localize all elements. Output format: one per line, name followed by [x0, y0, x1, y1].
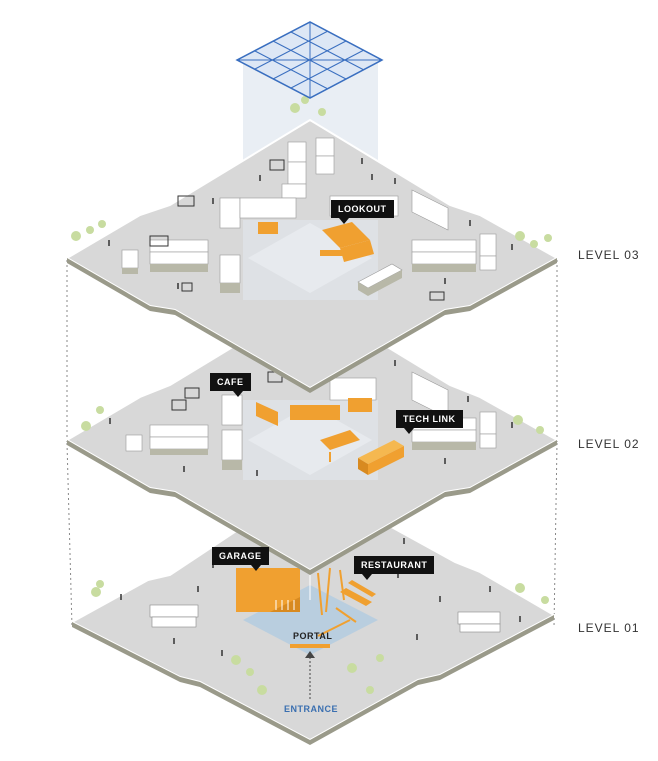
portal-label: PORTAL — [293, 631, 333, 641]
garage-callout: GARAGE — [212, 547, 269, 571]
structural-rods — [317, 567, 357, 637]
cafe-block — [256, 398, 372, 462]
floor-level-02 — [65, 298, 560, 575]
level-02-label: LEVEL 02 — [578, 437, 640, 451]
cafe-callout: CAFE — [210, 373, 251, 397]
level-connector-lines — [66, 260, 558, 628]
lookout-callout: LOOKOUT — [331, 200, 394, 224]
restaurant-callout: RESTAURANT — [354, 556, 435, 580]
floor-level-01 — [69, 480, 557, 745]
roof-pyramid — [235, 21, 384, 99]
garage-block — [236, 568, 300, 612]
level-03-label: LEVEL 03 — [578, 248, 640, 262]
tech-link-callout: TECH LINK — [396, 410, 463, 434]
floor-level-03 — [65, 96, 560, 393]
tech-link-block — [358, 440, 404, 475]
entrance-label: ENTRANCE — [284, 704, 339, 714]
restaurant-block — [340, 580, 376, 606]
lookout-stair — [258, 222, 374, 262]
level-01-label: LEVEL 01 — [578, 621, 640, 635]
entrance-arrow-icon — [305, 651, 315, 658]
